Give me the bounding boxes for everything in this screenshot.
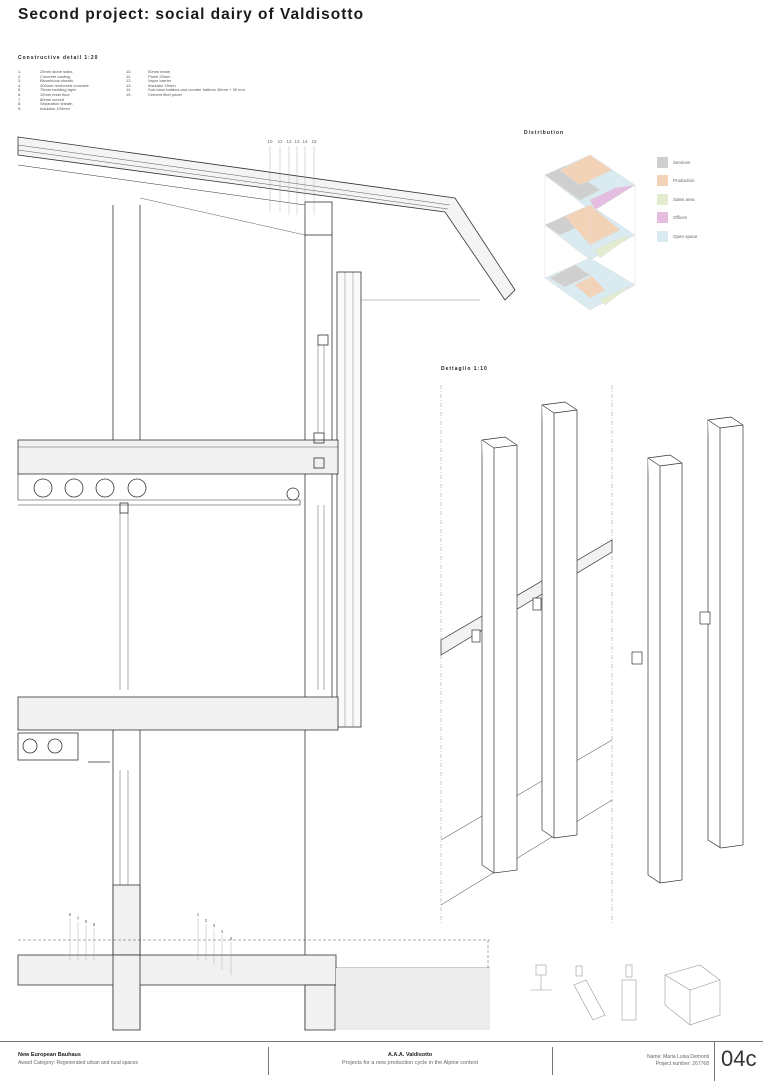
detail-drawing — [440, 385, 744, 925]
footer-author-name: Name: Maria Luisa Demonti — [647, 1054, 709, 1060]
legend-swatch — [657, 193, 668, 205]
material-number: 4. — [18, 82, 22, 88]
footer-project-title: A.A.A. Valdisotto — [387, 1052, 433, 1058]
material-item: 4. 300mm reinforced concrete — [18, 82, 89, 89]
material-item: 7. 80mm screed — [18, 96, 89, 103]
legend-item: Offices — [657, 209, 697, 228]
page-number: 04c — [721, 1046, 757, 1071]
material-label: Cement fiber panel — [148, 91, 182, 97]
callout-number: 11 — [278, 139, 283, 144]
material-number: 2. — [18, 73, 22, 79]
material-number: 10. — [126, 69, 132, 74]
legend-item: Production — [657, 172, 697, 191]
footer-project-number: Project number: 267768 — [655, 1061, 709, 1067]
page-title: Second project: social dairy of Valdisot… — [18, 6, 365, 23]
section-drawing — [17, 136, 516, 1031]
callout-number: 10 — [267, 139, 273, 144]
footer-award-category: Award Category: Regenerated urban and ru… — [18, 1060, 138, 1066]
legend-item: Open space — [657, 227, 697, 246]
material-number: 12. — [126, 78, 132, 84]
callout-number: 7 — [77, 916, 80, 921]
legend-swatch — [657, 156, 668, 168]
distribution-heading: Distribution — [524, 130, 565, 136]
legend-label: Sales area — [673, 196, 695, 202]
callout-number: 12 — [286, 139, 292, 144]
connection-pictograms — [530, 964, 721, 1026]
callout-number: 13 — [294, 139, 300, 144]
material-number: 6. — [18, 91, 22, 97]
footer-project-subtitle: Projects for a new production cycle in t… — [341, 1060, 479, 1066]
legend-label: Production — [673, 178, 695, 184]
material-item: 9. Insulator 100mm — [18, 105, 89, 112]
level-top — [544, 154, 636, 211]
material-number: 1. — [18, 69, 22, 74]
legend-item: Sales area — [657, 190, 697, 209]
material-number: 13. — [126, 82, 132, 88]
material-label: Sub-base battens and counter battens 40m… — [148, 87, 245, 93]
callout-number: 14 — [302, 139, 308, 144]
material-number: 15. — [126, 91, 132, 97]
material-label: 80mm screed — [40, 96, 65, 102]
material-label: Bituminous sheath — [40, 78, 73, 84]
material-item: 8. Separation sheath — [18, 101, 89, 107]
material-label: Concrete casting — [40, 73, 71, 79]
materials-list-left: 1. 25mm stone slabs 2. Concrete casting 3. Bi… — [18, 69, 89, 112]
material-number: 5. — [18, 87, 22, 93]
material-item: 3. Bituminous sheath — [18, 78, 89, 84]
constructive-detail-heading: Constructive detail 1:20 — [18, 55, 99, 61]
material-label: 10mm resin floor — [40, 91, 70, 97]
callout-number: 3 — [213, 923, 216, 928]
callout-number: 4 — [221, 929, 224, 934]
legend-swatch — [657, 230, 668, 242]
material-number: 8. — [18, 101, 22, 107]
legend-swatch — [657, 175, 668, 187]
material-number: 11. — [126, 73, 132, 79]
footer: New European Bauhaus Award Category: Reg… — [0, 1041, 763, 1081]
callout-number: 8 — [85, 919, 88, 924]
material-label: Panel 20mm — [148, 73, 171, 79]
footer-competition: New European Bauhaus — [18, 1052, 81, 1058]
material-item: 13. Insulator 15mm — [126, 82, 245, 89]
material-item: 12. Vapor barrier — [126, 78, 245, 84]
callout-number: 9 — [93, 922, 96, 927]
callout-lines — [69, 146, 315, 975]
material-item: 5. 75mm bedding layer — [18, 88, 89, 93]
legend-label: Offices — [673, 215, 687, 221]
legend-label: Open space — [673, 233, 698, 239]
legend-item: Services — [657, 153, 697, 172]
callout-number: 1 — [197, 912, 200, 917]
material-label: Vapor barrier — [148, 78, 172, 84]
callout-number: 15 — [311, 139, 317, 144]
legend-label: Services — [673, 159, 691, 165]
material-number: 9. — [18, 105, 22, 111]
material-label: 75mm bedding layer — [40, 87, 77, 93]
detail-heading: Dettaglio 1:10 — [441, 366, 488, 372]
material-item: 6. 10mm resin floor — [18, 91, 89, 98]
material-item: 15. Cement fiber panel — [126, 91, 245, 98]
material-label: 300mm reinforced concrete — [40, 82, 89, 88]
materials-list-right: 10. 00mm beam 11. Panel 20mm 12. Vapor barrie… — [126, 69, 245, 98]
material-item: 2. Concrete casting — [18, 73, 89, 80]
legend-swatch — [657, 212, 668, 224]
callout-number: 5 — [230, 936, 233, 941]
material-label: Insulator 100mm — [40, 105, 70, 111]
material-number: 3. — [18, 78, 22, 84]
material-item: 14. Sub-base battens and counter battens … — [126, 88, 245, 93]
material-label: Separation sheath — [40, 101, 73, 107]
material-item: 11. Panel 20mm — [126, 73, 245, 80]
material-item: 1. 25mm stone slabs — [18, 69, 89, 75]
callout-number: 2 — [205, 918, 208, 923]
distribution-axonometric — [544, 154, 636, 311]
material-label: 00mm beam — [148, 69, 171, 74]
material-number: 14. — [126, 87, 132, 93]
material-label: Insulator 15mm — [148, 82, 176, 88]
material-number: 7. — [18, 96, 22, 102]
material-label: 25mm stone slabs — [40, 69, 73, 74]
material-item: 10. 00mm beam — [126, 69, 245, 75]
callout-number: 6 — [69, 912, 72, 917]
